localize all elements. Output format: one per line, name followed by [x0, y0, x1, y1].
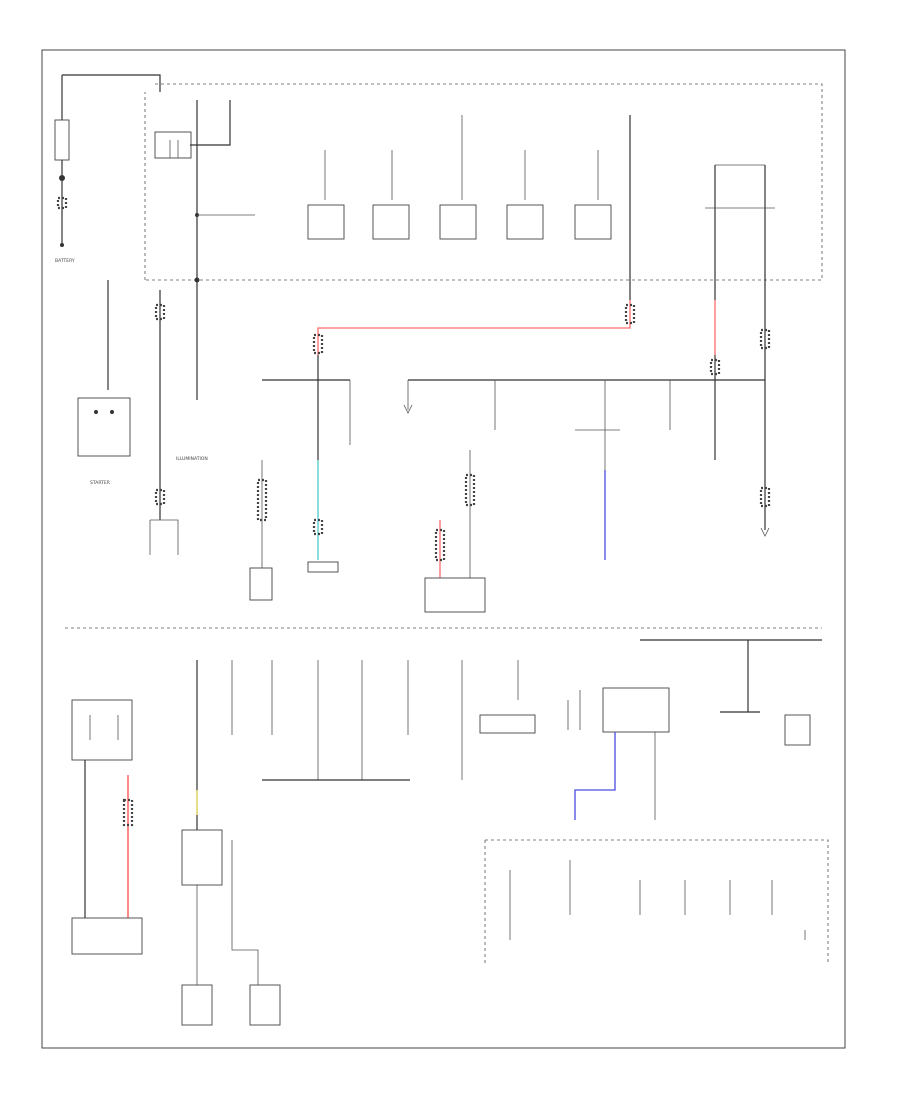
- starter: [77, 280, 131, 457]
- bottom-right-relay: [602, 687, 670, 733]
- top-fuse-row: [307, 115, 612, 240]
- battery: [54, 74, 161, 247]
- mid-component-b: [307, 561, 339, 573]
- bottom-left-module: [71, 917, 143, 955]
- bottom-component-a: [181, 984, 213, 1026]
- underhood-fuse-box-border: [145, 83, 823, 281]
- bottom-fuse-columns: [196, 660, 519, 830]
- bottom-component-b: [249, 984, 281, 1026]
- outer-frame: [41, 49, 846, 1049]
- bottom-right-component: [784, 714, 811, 746]
- bottom-right-enclosure: [485, 839, 829, 965]
- blue-wire-bottom: [574, 732, 616, 820]
- bottom-mid-module: [181, 829, 223, 886]
- red-wire-top: [317, 300, 631, 355]
- bottom-right-fuses: [509, 860, 806, 940]
- bottom-left-relay: [71, 699, 133, 761]
- mid-component-c: [424, 577, 486, 613]
- left-switch: [149, 519, 179, 555]
- illumination-label: ILLUMINATION: [176, 456, 208, 462]
- mid-component-a: [249, 567, 273, 601]
- top-right-relay: [705, 164, 775, 300]
- battery-label: BATTERY: [55, 258, 75, 264]
- bottom-relay-small: [479, 714, 536, 734]
- starter-label: STARTER: [90, 480, 110, 486]
- main-relay: [154, 100, 231, 159]
